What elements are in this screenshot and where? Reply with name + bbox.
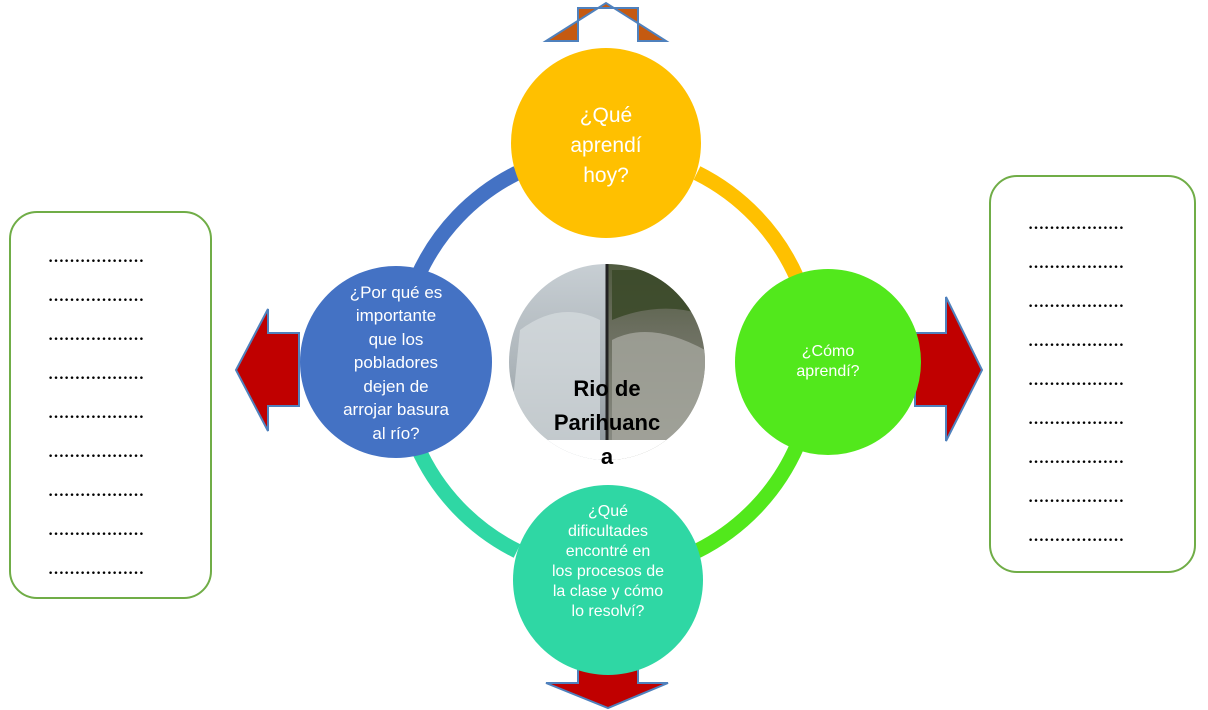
node-left-line: al río? xyxy=(372,423,420,443)
ring-arc-bottom-right xyxy=(693,442,804,558)
blank-line: ……………… xyxy=(48,366,144,383)
node-left-line: importante xyxy=(355,306,437,326)
node-right-line: ¿Cómo xyxy=(801,343,855,360)
ring-arc-bottom-left xyxy=(410,442,521,558)
blank-line: ……………… xyxy=(1028,411,1124,428)
blank-line: ……………… xyxy=(1028,450,1124,467)
node-left-line: pobladores xyxy=(353,353,439,373)
blank-line: ……………… xyxy=(48,444,144,461)
node-top-line: aprendí xyxy=(570,134,642,157)
node-top-circle xyxy=(511,48,701,238)
blank-line: ……………… xyxy=(48,288,144,305)
ring-arc-top-right xyxy=(693,166,804,282)
arrow-left xyxy=(234,308,300,432)
center-title-line: Parihuanc xyxy=(553,410,661,435)
node-top: ¿Qué aprendí hoy? xyxy=(526,98,686,194)
node-bottom-circle xyxy=(513,485,703,675)
node-bottom-line: dificultades xyxy=(567,523,649,540)
node-top-line: hoy? xyxy=(583,164,629,187)
blank-line: ……………… xyxy=(1028,528,1124,545)
node-left-line: arrojar basura xyxy=(343,400,449,420)
node-left-line: dejen de xyxy=(363,376,429,396)
node-right-circle xyxy=(735,269,921,455)
ring-arc-top-left xyxy=(410,166,521,282)
node-left-circle xyxy=(300,266,492,458)
blank-line: ……………… xyxy=(1028,489,1124,506)
blank-line: ……………… xyxy=(48,405,144,422)
node-top-text: ¿Qué aprendí hoy? xyxy=(570,101,641,191)
node-bottom-line: lo resolví? xyxy=(571,603,645,620)
blank-line: ……………… xyxy=(48,249,144,266)
node-left: ¿Por qué es importante que los pobladore… xyxy=(316,280,476,446)
node-right: ¿Cómo aprendí? xyxy=(748,334,908,390)
left-answer-box[interactable] xyxy=(9,211,212,599)
node-bottom-text: ¿Qué dificultades encontré en los proces… xyxy=(552,500,664,622)
node-left-line: ¿Por qué es xyxy=(349,282,443,302)
left-answer-lines: ……………… ……………… ……………… ……………… ……………… ……………… xyxy=(48,238,144,589)
center-title-line: Rio de xyxy=(573,376,641,401)
node-bottom-line: la clase y cómo xyxy=(552,583,664,600)
blank-line: ……………… xyxy=(48,327,144,344)
node-left-text: ¿Por qué es importante que los pobladore… xyxy=(343,281,449,446)
blank-line: ……………… xyxy=(1028,372,1124,389)
blank-line: ……………… xyxy=(1028,255,1124,272)
node-bottom: ¿Qué dificultades encontré en los proces… xyxy=(528,500,688,638)
node-right-line: aprendí? xyxy=(796,363,860,380)
blank-line: ……………… xyxy=(1028,216,1124,233)
center-title-line: a xyxy=(600,444,614,469)
arrow-right xyxy=(914,296,984,442)
arrow-up xyxy=(542,1,670,42)
node-bottom-line: ¿Qué xyxy=(587,503,628,520)
node-top-line: ¿Qué xyxy=(579,104,633,127)
blank-line: ……………… xyxy=(48,483,144,500)
node-bottom-line: encontré en xyxy=(565,543,651,560)
right-answer-box[interactable] xyxy=(989,175,1196,573)
blank-line: ……………… xyxy=(48,561,144,578)
node-right-text: ¿Cómo aprendí? xyxy=(796,342,859,382)
blank-line: ……………… xyxy=(1028,294,1124,311)
node-left-line: que los xyxy=(368,329,424,349)
node-bottom-line: los procesos de xyxy=(551,563,665,580)
right-answer-lines: ……………… ……………… ……………… ……………… ……………… ……………… xyxy=(1028,205,1124,556)
blank-line: ……………… xyxy=(1028,333,1124,350)
center-title: Rio de Parihuanc a xyxy=(537,372,677,474)
blank-line: ……………… xyxy=(48,522,144,539)
